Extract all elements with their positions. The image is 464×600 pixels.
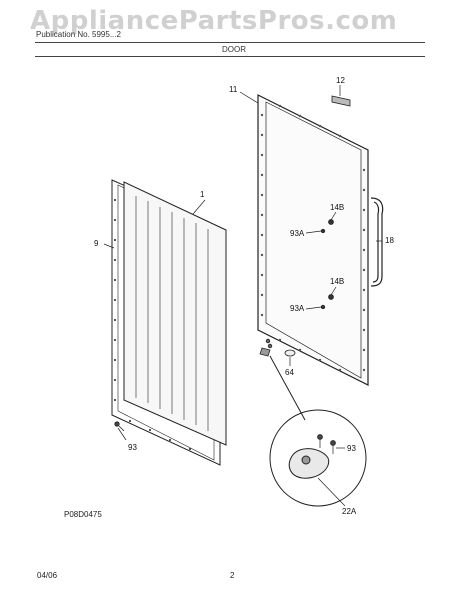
part-label-12: 12 bbox=[336, 76, 345, 85]
nameplate-part bbox=[331, 95, 351, 107]
footer-page-number: 2 bbox=[230, 571, 235, 580]
hinge-detail-callout bbox=[269, 355, 367, 507]
part-label-1: 1 bbox=[200, 190, 205, 199]
part-label-11: 11 bbox=[229, 85, 238, 94]
watermark-logo: AppliancePartsPros.com bbox=[30, 6, 398, 36]
part-label-93a-bottom: 93A bbox=[290, 304, 305, 313]
section-title: DOOR bbox=[222, 45, 246, 54]
publication-header: Publication No. 5995...2 bbox=[36, 30, 121, 39]
outer-door-panel bbox=[257, 94, 369, 386]
part-label-22a: 22A bbox=[342, 507, 357, 516]
gasket-holes bbox=[113, 198, 192, 451]
hinge-small-parts bbox=[259, 338, 296, 357]
header-rule-bottom bbox=[35, 56, 425, 57]
door-handle bbox=[370, 197, 384, 287]
part-label-14b-top: 14B bbox=[330, 203, 345, 212]
door-panel-holes bbox=[260, 104, 366, 372]
diagram-id: P08D0475 bbox=[64, 510, 102, 519]
detail-screws bbox=[317, 434, 336, 454]
callout-leaders bbox=[103, 85, 382, 507]
part-label-93-left: 93 bbox=[128, 443, 137, 452]
part-label-93-detail: 93 bbox=[347, 444, 356, 453]
door-screws bbox=[320, 219, 334, 310]
part-label-64: 64 bbox=[285, 368, 294, 377]
part-label-93a-top: 93A bbox=[290, 229, 305, 238]
part-label-18: 18 bbox=[385, 236, 394, 245]
screw-93-left bbox=[114, 421, 125, 432]
liner-ribs bbox=[135, 196, 209, 431]
part-label-9: 9 bbox=[94, 239, 99, 248]
door-liner bbox=[123, 181, 227, 446]
header-rule-top bbox=[35, 42, 425, 43]
part-label-14b-bottom: 14B bbox=[330, 277, 345, 286]
footer-date: 04/06 bbox=[37, 571, 58, 580]
